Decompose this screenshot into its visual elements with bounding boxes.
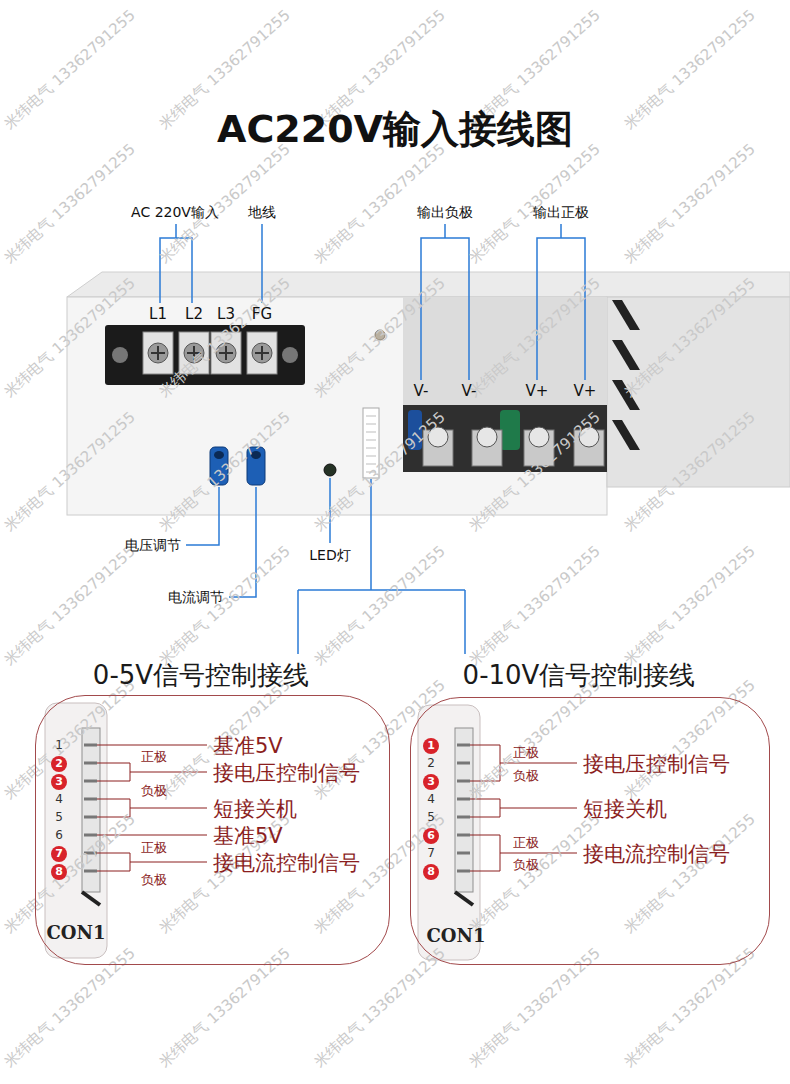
leader-lines	[160, 224, 585, 654]
watermark: 米纬电气 13362791255	[311, 945, 449, 1071]
pin-number-highlighted: 7	[51, 846, 67, 862]
led	[324, 464, 336, 476]
polarity-label: 负极	[513, 858, 539, 873]
polarity-label: 负极	[513, 769, 539, 784]
pin-number-highlighted: 1	[423, 738, 439, 754]
polarity-label: 正极	[141, 841, 167, 856]
screw	[477, 427, 497, 447]
connector-slot	[455, 728, 473, 892]
terminal-name: L2	[185, 306, 203, 323]
pin-number: 6	[55, 829, 63, 843]
pin-number: 5	[427, 811, 435, 825]
pin-number: 2	[427, 757, 435, 771]
watermark: 米纬电气 13362791255	[621, 945, 759, 1071]
pin-function-label: 基准5V	[213, 734, 283, 758]
pin-number-highlighted: 2	[51, 756, 67, 772]
control-label: 电压调节	[125, 537, 181, 553]
pin-function-label: 短接关机	[213, 797, 297, 821]
terminal-name: L1	[149, 306, 167, 323]
screw	[529, 427, 549, 447]
watermark: 米纬电气 13362791255	[621, 811, 759, 937]
connector-latch	[82, 892, 100, 905]
pin-function-label: 基准5V	[213, 824, 283, 848]
connector-latch	[455, 892, 473, 905]
pin-function-label: 接电流控制信号	[213, 851, 360, 875]
pin-number-highlighted: 6	[423, 828, 439, 844]
watermark: 米纬电气 13362791255	[1, 7, 139, 133]
output-label: 输出负极	[417, 204, 473, 220]
watermark: 米纬电气 13362791255	[466, 677, 604, 803]
control-label: 电流调节	[168, 589, 224, 605]
connector-pins	[457, 745, 470, 871]
input-label: AC 220V输入	[131, 204, 219, 220]
watermark: 米纬电气 13362791255	[156, 945, 294, 1071]
screw	[282, 347, 298, 363]
signal-panel: 0-10V信号控制接线12345678CON1正极负极接电压控制信号短接关机正极…	[410, 697, 770, 965]
pin-number: 5	[55, 811, 63, 825]
output-label: 输出正极	[533, 204, 589, 220]
vent	[612, 300, 640, 330]
terminal-name: L3	[217, 306, 235, 323]
connector-name: CON1	[47, 923, 106, 944]
potentiometer-knob	[214, 451, 224, 459]
pin-function-label: 接电压控制信号	[213, 761, 360, 785]
terminal-name: FG	[252, 306, 272, 323]
signal-panel: 0-5V信号控制接线12345678CON1正极负极基准5V接电压控制信号短接关…	[35, 695, 390, 965]
pin-function-label: 接电压控制信号	[583, 752, 730, 776]
pin-number: 4	[427, 793, 435, 807]
terminal-name: V+	[526, 383, 549, 400]
pin-number-highlighted: 3	[423, 774, 439, 790]
watermark: 米纬电气 13362791255	[621, 677, 759, 803]
pin-number-highlighted: 3	[51, 774, 67, 790]
pin-number: 7	[427, 847, 435, 861]
terminal-name: V-	[414, 383, 429, 400]
watermark: 米纬电气 13362791255	[621, 7, 759, 133]
watermark: 米纬电气 13362791255	[156, 543, 294, 669]
ground-label: 地线	[248, 204, 276, 220]
vent	[612, 340, 640, 370]
leader-line	[298, 479, 465, 654]
vent	[612, 420, 640, 450]
pin-number: 1	[55, 739, 63, 753]
polarity-label: 正极	[141, 750, 167, 765]
polarity-label: 负极	[141, 873, 167, 888]
polarity-label: 正极	[513, 836, 539, 851]
terminal-name: V+	[574, 383, 597, 400]
pin-function-label: 短接关机	[583, 797, 667, 821]
title: AC220V输入接线图	[217, 108, 573, 152]
watermark: 米纬电气 13362791255	[621, 543, 759, 669]
screw	[112, 347, 128, 363]
watermark: 米纬电气 13362791255	[1, 543, 139, 669]
panel-heading: 0-5V信号控制接线	[93, 661, 309, 691]
polarity-label: 正极	[513, 746, 539, 761]
panel-heading: 0-10V信号控制接线	[463, 661, 696, 691]
watermark: 米纬电气 13362791255	[1, 141, 139, 267]
output-area	[403, 297, 607, 405]
led-label: LED灯	[309, 547, 350, 563]
watermark: 米纬电气 13362791255	[1, 945, 139, 1071]
polarity-label: 负极	[141, 784, 167, 799]
watermark: 米纬电气 13362791255	[466, 945, 604, 1071]
connector-name: CON1	[427, 926, 486, 947]
capacitor	[500, 410, 520, 450]
pin-number-highlighted: 8	[423, 864, 439, 880]
watermark: 米纬电气 13362791255	[466, 543, 604, 669]
pin-number: 4	[55, 793, 63, 807]
terminal-name: V-	[462, 383, 477, 400]
watermark: 米纬电气 13362791255	[621, 141, 759, 267]
pin-number-highlighted: 8	[51, 864, 67, 880]
pin-function-label: 接电流控制信号	[583, 842, 730, 866]
connector-detail-right	[418, 705, 577, 960]
watermark: 米纬电气 13362791255	[466, 811, 604, 937]
